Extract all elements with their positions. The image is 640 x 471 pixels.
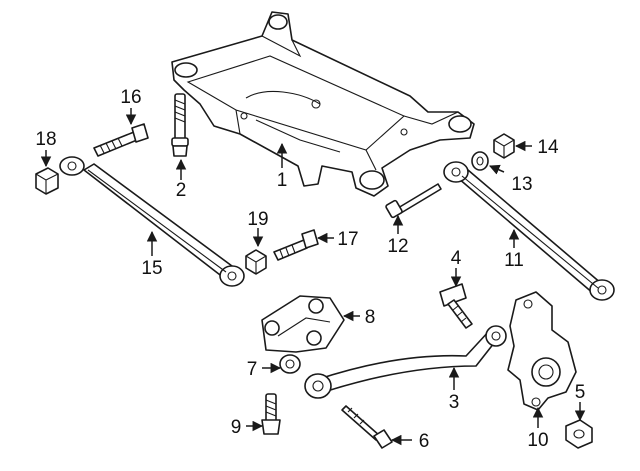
bushing-7-part <box>279 354 301 374</box>
bolt-4-part <box>439 283 473 329</box>
callout-4: 4 <box>451 248 462 269</box>
bolt-6-part <box>341 405 393 449</box>
control-arm-11-part <box>443 161 615 301</box>
nut-18-part <box>35 167 59 195</box>
callout-9: 9 <box>231 417 242 438</box>
callout-3: 3 <box>449 392 460 413</box>
callout-7: 7 <box>247 359 258 380</box>
nut-14-part <box>493 133 515 159</box>
trailing-link-3-part <box>304 325 507 399</box>
bolt-2-part <box>171 93 189 157</box>
crossmember-part <box>171 11 475 197</box>
leader-13 <box>489 164 505 175</box>
callout-16: 16 <box>120 87 141 108</box>
bolt-12-part <box>385 183 442 219</box>
callout-6: 6 <box>419 431 430 452</box>
nut-5-part <box>565 419 593 449</box>
callout-11: 11 <box>504 250 524 271</box>
washer-13-part <box>471 151 489 171</box>
knuckle-10-part <box>507 291 577 411</box>
bolt-17-part <box>273 229 319 261</box>
callout-18: 18 <box>35 129 56 150</box>
callout-14: 14 <box>537 137 559 158</box>
bracket-8-part <box>261 295 345 353</box>
callout-8: 8 <box>365 307 376 328</box>
control-arm-15-part <box>59 156 245 287</box>
callout-13: 13 <box>511 174 532 195</box>
callout-labels: 1 2 3 4 5 6 7 8 9 10 11 12 13 14 15 16 1… <box>35 87 585 452</box>
bolt-9-part <box>261 393 281 435</box>
bolt-16-part <box>93 123 149 157</box>
nut-19-part <box>245 249 267 275</box>
callout-12: 12 <box>387 236 408 257</box>
callout-1: 1 <box>277 170 288 191</box>
callout-19: 19 <box>247 209 268 230</box>
callout-10: 10 <box>527 430 548 451</box>
callout-5: 5 <box>575 382 586 403</box>
leader-lines <box>40 108 586 446</box>
callout-15: 15 <box>141 258 162 279</box>
callout-17: 17 <box>337 229 358 250</box>
callout-2: 2 <box>176 180 187 201</box>
